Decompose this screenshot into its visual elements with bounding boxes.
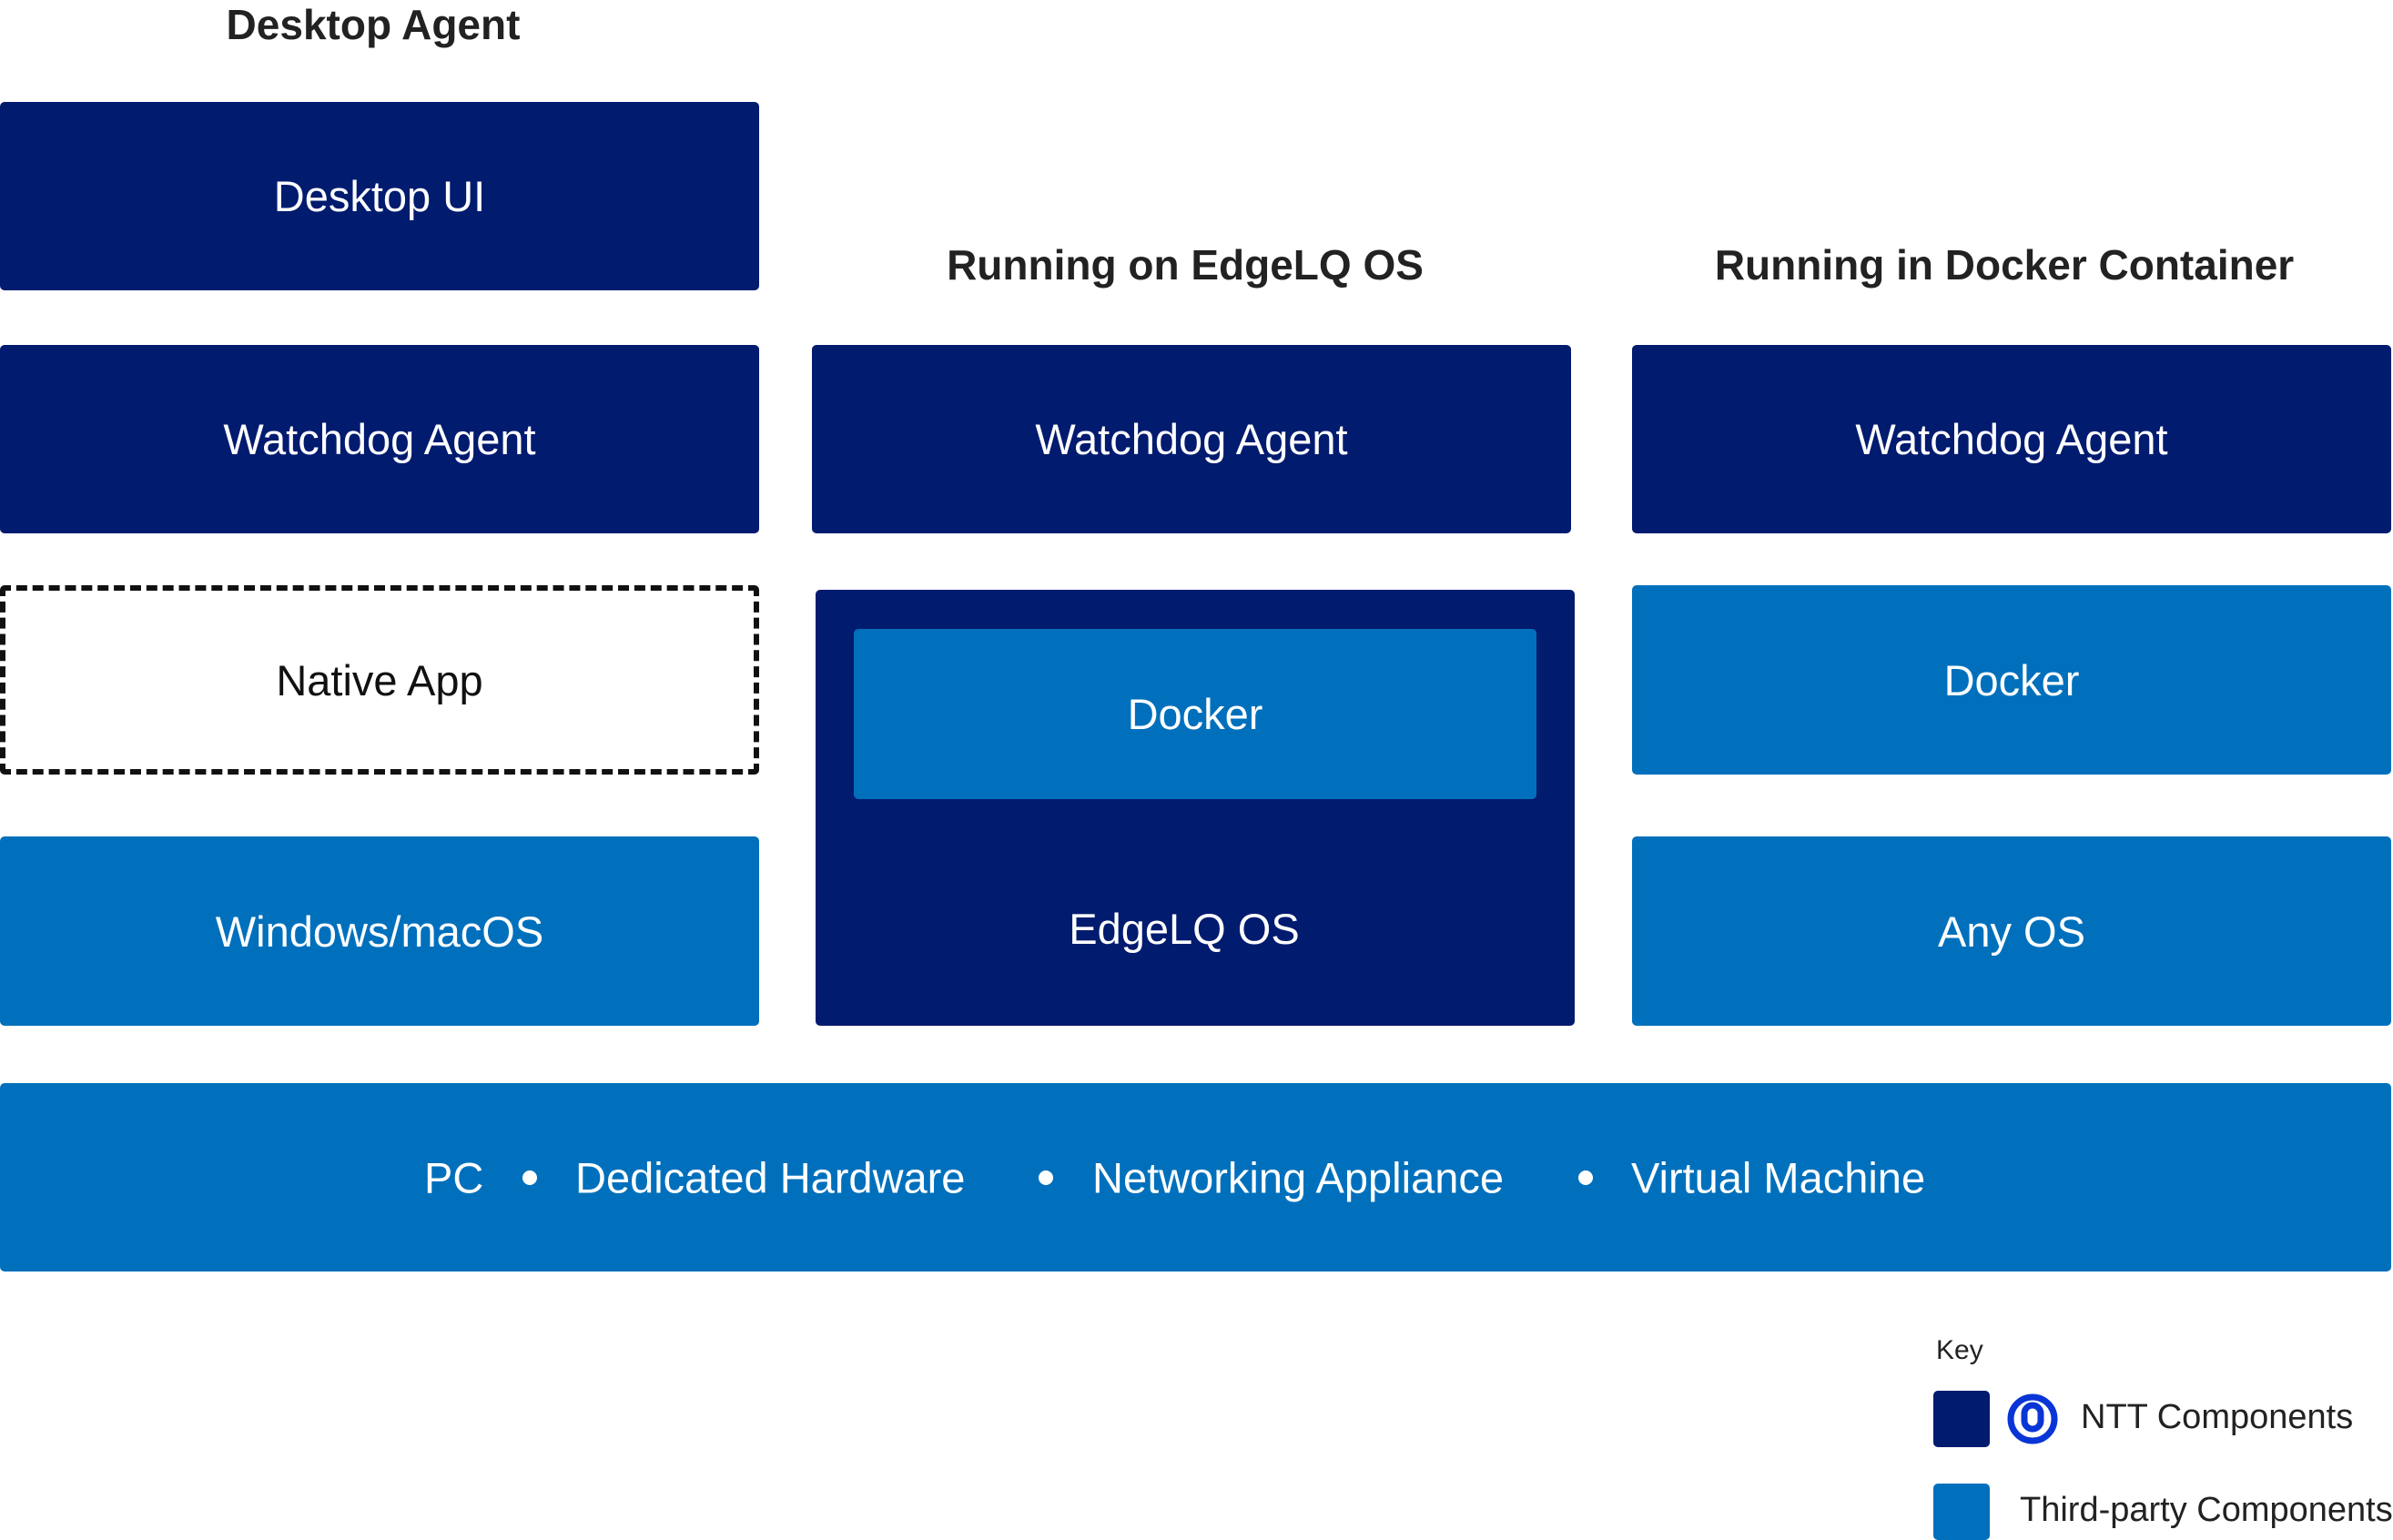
hardware-item-dedicated-hardware: Dedicated Hardware xyxy=(575,1153,966,1201)
legend-label-ntt: NTT Components xyxy=(2081,1398,2354,1436)
layer-label: Docker xyxy=(1943,655,2080,704)
layer-docker-edgelq: Docker xyxy=(854,629,1536,799)
layer-watchdog-agent-edgelq: Watchdog Agent xyxy=(812,345,1571,533)
column-heading-desktop-agent: Desktop Agent xyxy=(226,1,521,48)
bullet-dot-icon xyxy=(1578,1170,1593,1185)
layer-watchdog-agent-docker: Watchdog Agent xyxy=(1632,345,2391,533)
layer-label: Native App xyxy=(276,655,483,704)
layer-label: Any OS xyxy=(1938,907,2085,956)
edgelq-os-label: EdgeLQ OS xyxy=(1069,905,1300,953)
layer-edgelq-os: Docker EdgeLQ OS xyxy=(816,590,1575,1026)
layer-label: Docker xyxy=(1127,690,1263,738)
legend-swatch-ntt xyxy=(1933,1391,1990,1447)
legend-title: Key xyxy=(1936,1335,1983,1365)
layer-native-app: Native App xyxy=(0,585,759,775)
layer-label: Windows/macOS xyxy=(215,907,544,956)
column-heading-edgelq-os: Running on EdgeLQ OS xyxy=(947,241,1424,289)
layer-any-os: Any OS xyxy=(1632,836,2391,1026)
legend-swatch-third-party xyxy=(1933,1484,1990,1540)
layer-windows-macos: Windows/macOS xyxy=(0,836,759,1026)
column-heading-docker-container: Running in Docker Container xyxy=(1714,241,2295,289)
hardware-bar: PC Dedicated Hardware Networking Applian… xyxy=(0,1083,2391,1272)
ntt-logo-icon xyxy=(2007,1393,2058,1444)
layer-desktop-ui: Desktop UI xyxy=(0,102,759,290)
layer-label: Watchdog Agent xyxy=(1035,415,1348,463)
hardware-item-networking-appliance: Networking Appliance xyxy=(1092,1153,1504,1201)
layer-watchdog-agent-desktop: Watchdog Agent xyxy=(0,345,759,533)
bullet-dot-icon xyxy=(1039,1170,1053,1185)
layer-label: Desktop UI xyxy=(273,172,486,220)
layer-label: Watchdog Agent xyxy=(1855,415,2168,463)
legend-label-third-party: Third-party Components xyxy=(2020,1491,2393,1529)
hardware-item-pc: PC xyxy=(424,1153,484,1201)
hardware-item-virtual-machine: Virtual Machine xyxy=(1631,1153,1926,1201)
layer-label: Watchdog Agent xyxy=(223,415,536,463)
layer-docker-container: Docker xyxy=(1632,585,2391,775)
bullet-dot-icon xyxy=(522,1170,537,1185)
